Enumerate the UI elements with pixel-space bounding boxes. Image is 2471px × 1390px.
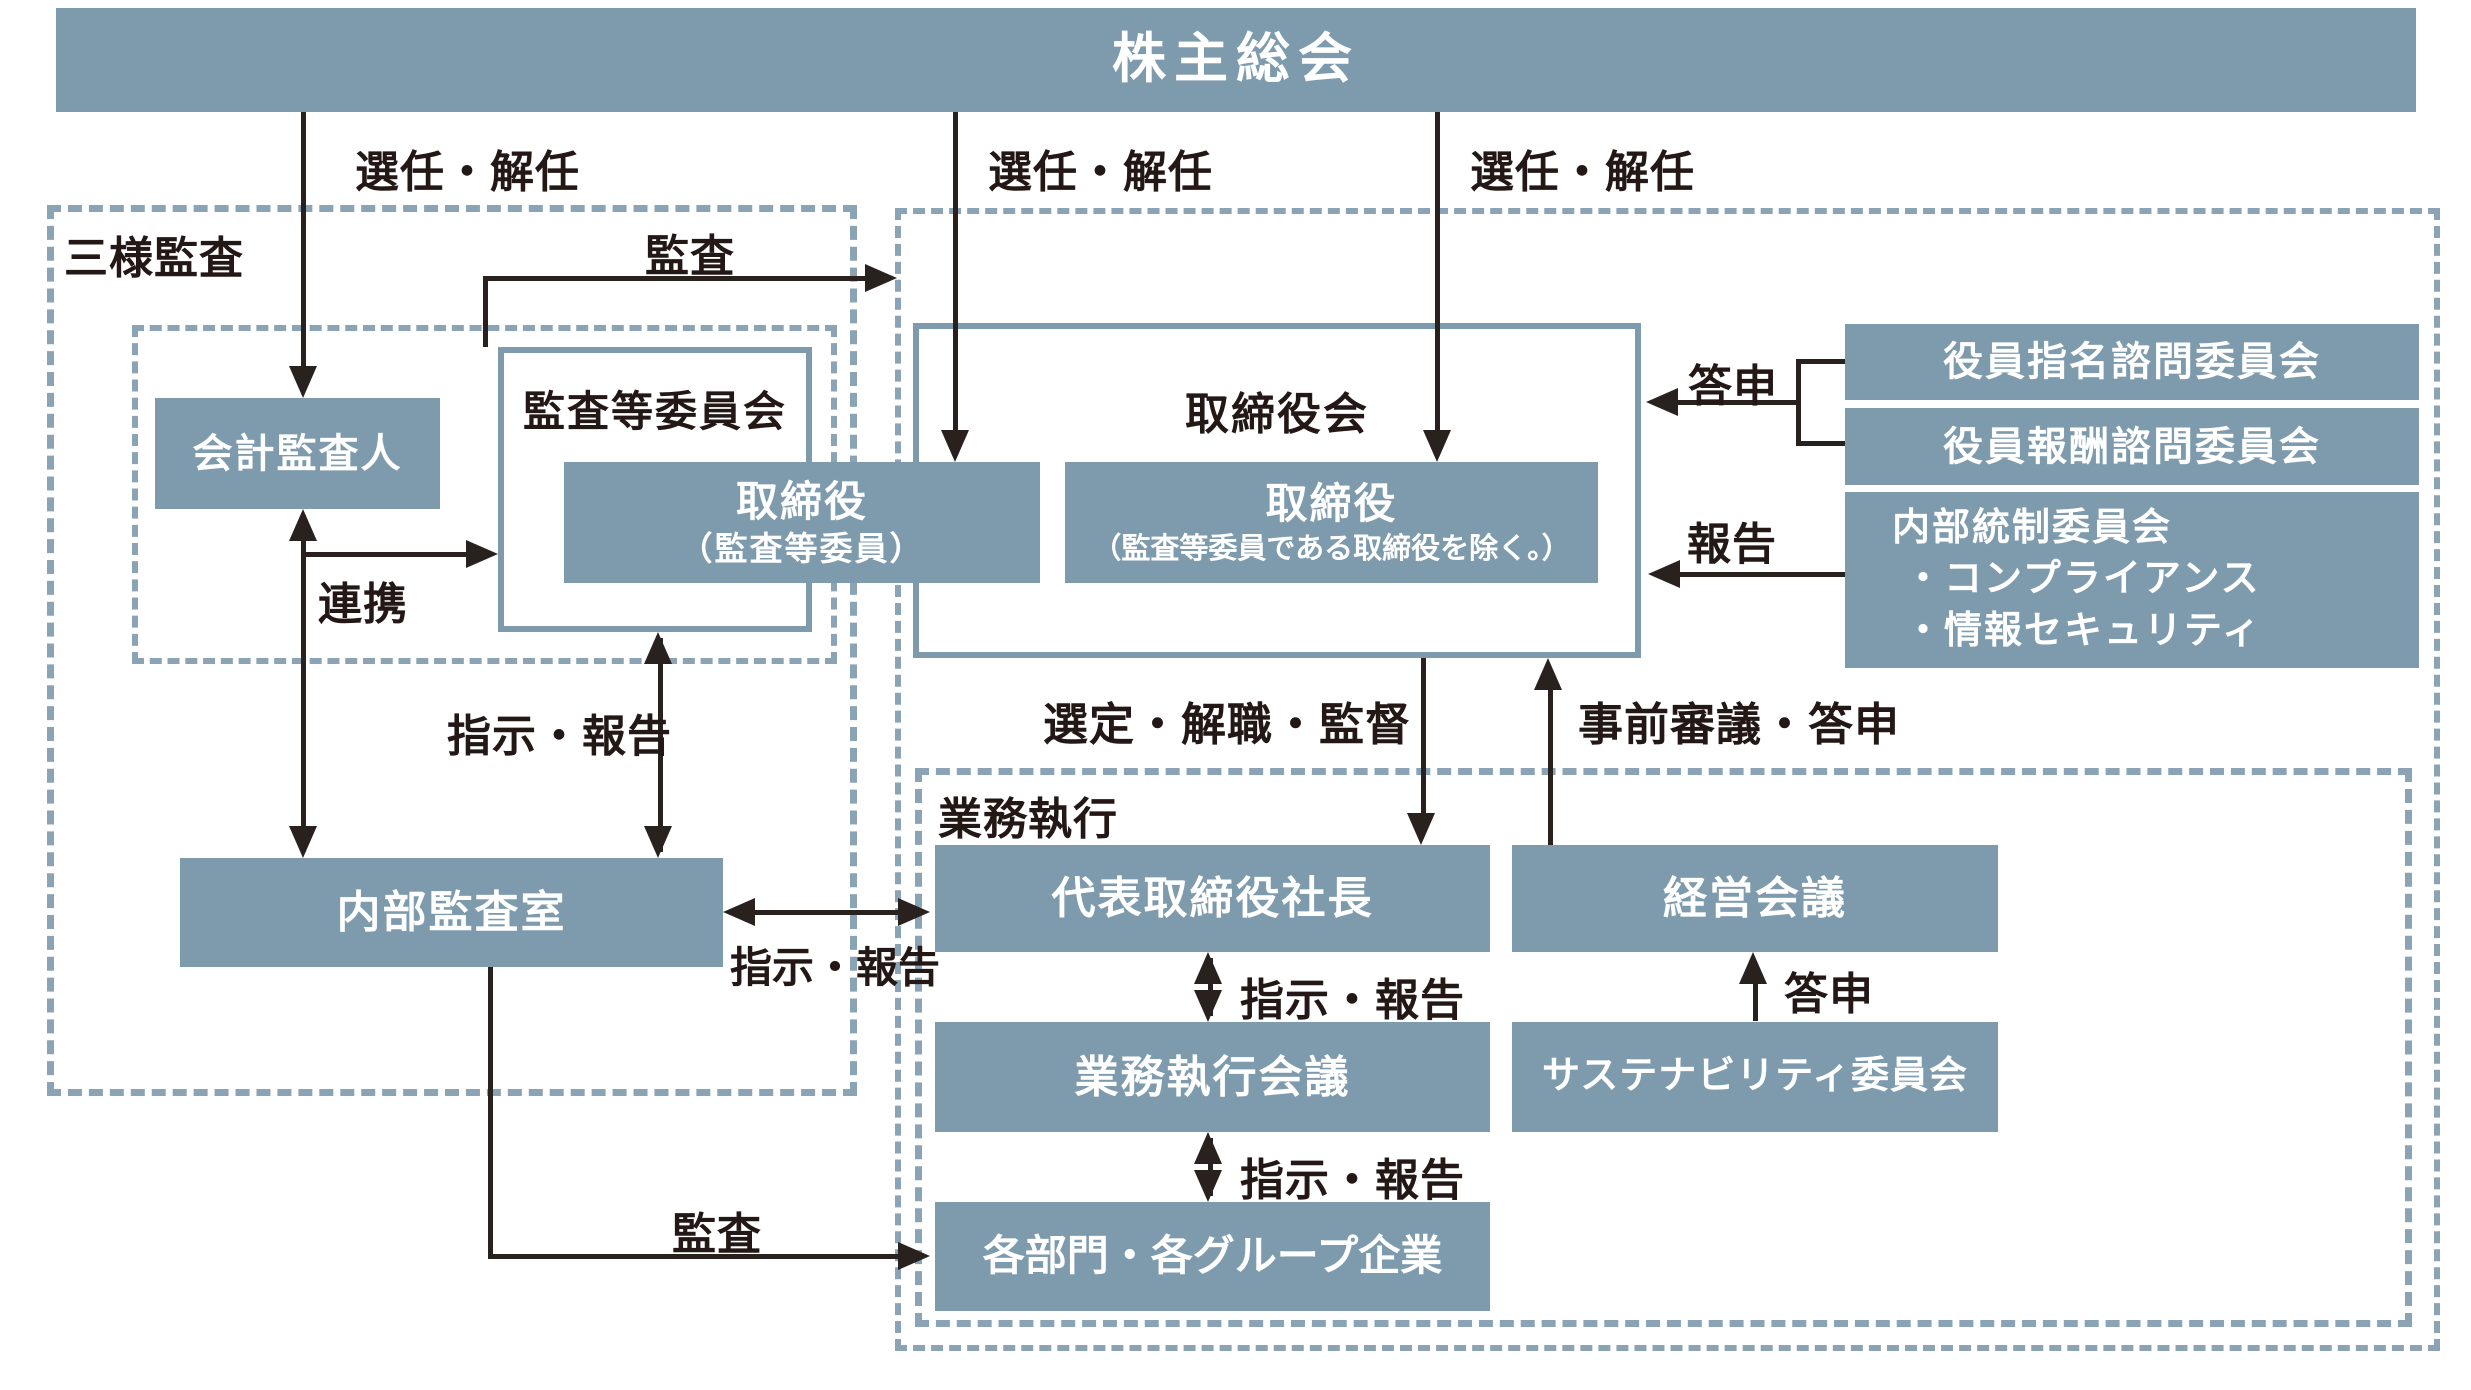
arrowhead-toshin-left	[1646, 388, 1678, 416]
torishimariyaku-kansato-box: 取締役 （監査等委員）	[564, 462, 1040, 583]
naibu-tosei-line2: ・コンプライアンス	[1904, 558, 2261, 601]
line-toshin-main	[1678, 400, 1798, 405]
line-sentei	[1421, 658, 1426, 813]
arrowhead-renkei-down	[289, 826, 317, 858]
arrowhead-sennin1	[289, 366, 317, 398]
arrowhead-toshin-right	[1739, 952, 1767, 984]
line-toshin-right	[1753, 984, 1758, 1021]
line-renkei-branch	[303, 552, 468, 557]
gyomu-shikko-kaigi-label: 業務執行会議	[1074, 1052, 1351, 1102]
torishimariyaku-kansato-line2: （監査等委員）	[679, 530, 925, 568]
label-shiji-vertical: 指示・報告	[447, 712, 672, 761]
line-kansa-bottom-riser	[488, 967, 493, 1258]
sustainability-iinkai-label: サステナビリティ委員会	[1542, 1055, 1968, 1098]
kaikei-kansanin-box: 会計監査人	[155, 398, 440, 509]
yakuin-hoshu-label: 役員報酬諮問委員会	[1943, 424, 2321, 469]
shareholders-meeting-label: 株主総会	[1112, 29, 1360, 90]
arrowhead-shiji-naibu-left	[723, 898, 755, 926]
label-sennin1: 選任・解任	[355, 148, 580, 197]
gyomu-shikko-frame	[915, 768, 2412, 1327]
arrowhead-shiji-v-up	[644, 632, 672, 664]
line-shiji-naibu	[753, 910, 900, 915]
shareholders-meeting-banner: 株主総会	[56, 8, 2416, 112]
line-kansa-top-riser	[483, 278, 488, 347]
yakuin-hoshu-box: 役員報酬諮問委員会	[1845, 408, 2419, 485]
arrowhead-shiji-naibu-right	[898, 898, 930, 926]
line-jizen	[1548, 688, 1553, 845]
line-shiji-vertical	[658, 638, 663, 852]
label-toshin-right: 答申	[1784, 970, 1874, 1019]
sanyo-kansa-frame-label: 三様監査	[64, 234, 244, 283]
label-shiji1: 指示・報告	[1240, 976, 1465, 1025]
label-kansa-top: 監査	[645, 232, 735, 281]
line-sennin3	[1435, 112, 1440, 430]
line-sennin1	[301, 112, 306, 366]
torishimariyaku-jomu-line2: （監査等委員である取締役を除く。）	[1092, 532, 1571, 565]
torishimariyaku-kansato-line1: 取締役	[735, 477, 868, 525]
naibu-tosei-line1: 内部統制委員会	[1892, 507, 2173, 550]
label-shiji2: 指示・報告	[1240, 1156, 1465, 1205]
arrowhead-sennin2	[941, 430, 969, 462]
arrowhead-shiji2-up	[1194, 1132, 1222, 1164]
line-hokoku	[1680, 572, 1845, 577]
kaikei-kansanin-label: 会計監査人	[192, 431, 403, 476]
right-outer-frame	[895, 208, 2440, 1351]
torishimariyaku-jomu-line1: 取締役	[1265, 480, 1398, 528]
kansato-iinkai-label: 監査等委員会	[522, 388, 787, 435]
arrowhead-hokoku	[1648, 560, 1680, 588]
torishimariyakukai-label: 取締役会	[1185, 390, 1369, 439]
line-toshin-stub2	[1798, 441, 1845, 446]
naibu-kansashitsu-box: 内部監査室	[180, 858, 723, 967]
arrowhead-kansa-top	[865, 264, 897, 292]
line-toshin-bracket	[1796, 359, 1801, 446]
naibu-tosei-box: 内部統制委員会 ・コンプライアンス ・情報セキュリティ	[1845, 492, 2419, 668]
torishimariyaku-jomu-box: 取締役 （監査等委員である取締役を除く。）	[1065, 462, 1598, 583]
line-kansa-top	[483, 276, 865, 281]
arrowhead-jizen	[1534, 658, 1562, 690]
label-sennin2: 選任・解任	[988, 148, 1213, 197]
line-shiji2	[1208, 1138, 1213, 1196]
kakubumon-group-box: 各部門・各グループ企業	[935, 1202, 1490, 1311]
kakubumon-group-label: 各部門・各グループ企業	[982, 1232, 1443, 1280]
label-jizen: 事前審議・答申	[1578, 699, 1901, 750]
sanyo-kansa-frame	[47, 205, 857, 1096]
arrowhead-renkei-up	[289, 509, 317, 541]
naibu-kansashitsu-label: 内部監査室	[336, 888, 567, 937]
line-shiji1	[1208, 958, 1213, 1016]
daihyo-shacho-label: 代表取締役社長	[1051, 874, 1374, 923]
label-kansa-bottom: 監査	[672, 1210, 762, 1259]
label-toshin-left: 答申	[1688, 362, 1778, 411]
arrowhead-sennin3	[1423, 430, 1451, 462]
gyomu-shikko-kaigi-box: 業務執行会議	[935, 1022, 1490, 1132]
arrowhead-shiji1-up	[1194, 952, 1222, 984]
arrowhead-renkei	[466, 540, 498, 568]
daihyo-shacho-box: 代表取締役社長	[935, 845, 1490, 952]
sustainability-iinkai-box: サステナビリティ委員会	[1512, 1022, 1998, 1132]
yakuin-shimei-box: 役員指名諮問委員会	[1845, 324, 2419, 400]
keiei-kaigi-box: 経営会議	[1512, 845, 1998, 952]
arrowhead-shiji2-down	[1194, 1170, 1222, 1202]
line-toshin-stub1	[1798, 359, 1845, 364]
yakuin-shimei-label: 役員指名諮問委員会	[1943, 340, 2321, 384]
label-shiji-naibu: 指示・報告	[730, 944, 941, 991]
naibu-tosei-line3: ・情報セキュリティ	[1904, 609, 2262, 652]
label-hokoku: 報告	[1687, 520, 1777, 569]
arrowhead-shiji-v-down	[644, 826, 672, 858]
line-renkei-vertical	[301, 515, 306, 852]
arrowhead-shiji1-down	[1194, 990, 1222, 1022]
keiei-kaigi-label: 経営会議	[1663, 874, 1847, 923]
line-kansa-bottom	[488, 1254, 898, 1259]
line-sennin2	[953, 112, 958, 430]
label-renkei: 連携	[318, 580, 408, 629]
arrowhead-kansa-bottom	[898, 1242, 930, 1270]
label-sentei: 選定・解職・監督	[1043, 699, 1412, 750]
label-sennin3: 選任・解任	[1470, 148, 1695, 197]
gyomu-shikko-frame-label: 業務執行	[938, 795, 1118, 844]
arrowhead-sentei	[1407, 813, 1435, 845]
